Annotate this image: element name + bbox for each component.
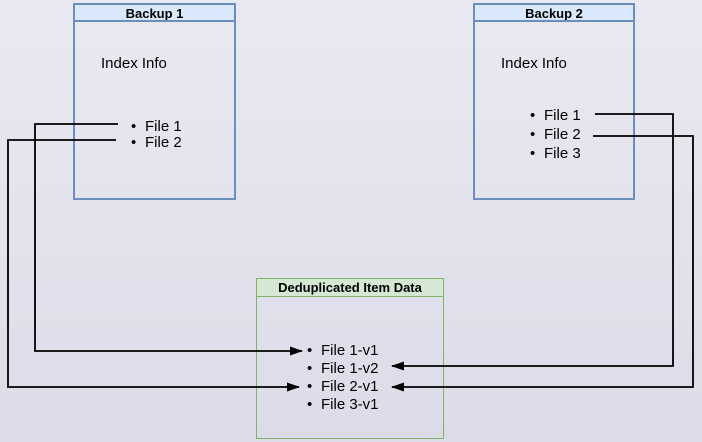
backup1-file-item: File 2	[131, 135, 182, 152]
backup2-title: Backup 2	[475, 5, 633, 22]
backup1-file-list: File 1 File 2	[131, 119, 182, 152]
backup2-file-item: File 1	[530, 106, 581, 125]
backup1-title: Backup 1	[75, 5, 234, 22]
dedup-title: Deduplicated Item Data	[257, 279, 443, 297]
dedup-box: Deduplicated Item Data File 1-v1 File 1-…	[256, 278, 444, 439]
backup2-box: Backup 2 Index Info File 1 File 2 File 3	[473, 3, 635, 200]
dedup-item: File 2-v1	[307, 378, 378, 396]
backup2-file-item: File 2	[530, 125, 581, 144]
dedup-item: File 3-v1	[307, 396, 378, 414]
backup1-file-item: File 1	[131, 119, 182, 136]
backup1-box: Backup 1 Index Info File 1 File 2	[73, 3, 236, 200]
dedup-item: File 1-v1	[307, 342, 378, 360]
dedup-item: File 1-v2	[307, 360, 378, 378]
backup2-file-item: File 3	[530, 144, 581, 163]
backup2-file-list: File 1 File 2 File 3	[530, 106, 581, 163]
backup1-index-label: Index Info	[101, 55, 167, 72]
dedup-item-list: File 1-v1 File 1-v2 File 2-v1 File 3-v1	[307, 342, 378, 414]
backup2-index-label: Index Info	[501, 55, 567, 72]
